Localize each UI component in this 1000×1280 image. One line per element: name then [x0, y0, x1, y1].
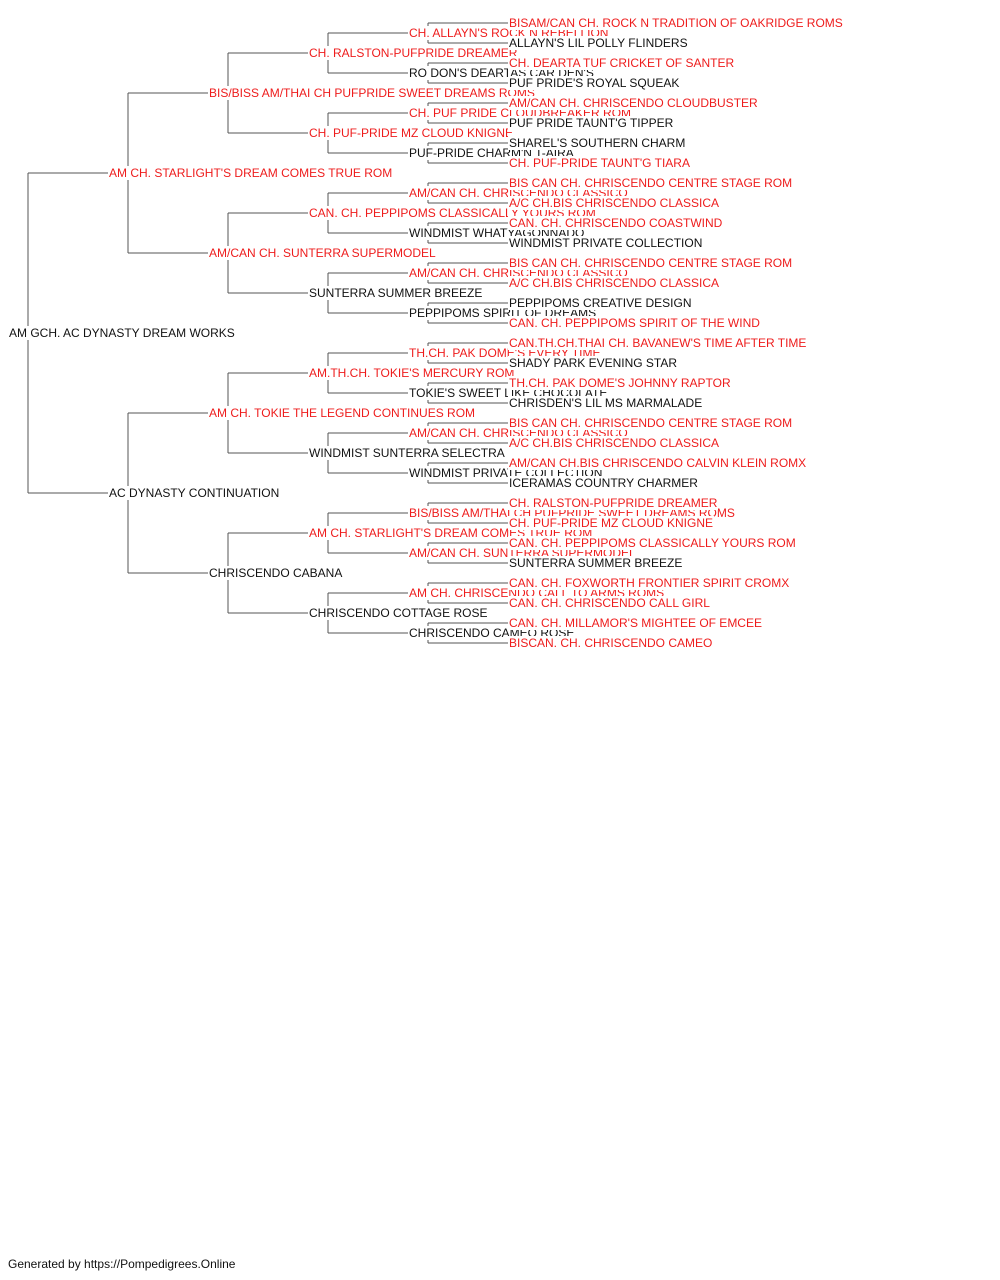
dam-gen3: CH. PUF-PRIDE MZ CLOUD KNIGNE — [308, 126, 515, 140]
sire-gen5: BIS CAN CH. CHRISCENDO CENTRE STAGE ROM — [508, 416, 794, 430]
sire-gen2: BIS/BISS AM/THAI CH PUFPRIDE SWEET DREAM… — [208, 86, 536, 100]
sire-gen5: AM/CAN CH.BIS CHRISCENDO CALVIN KLEIN RO… — [508, 456, 808, 470]
sire-gen5: PEPPIPOMS CREATIVE DESIGN — [508, 296, 693, 310]
subject-dog-gen0: AM GCH. AC DYNASTY DREAM WORKS — [8, 326, 236, 340]
sire-gen5: CAN. CH. MILLAMOR'S MIGHTEE OF EMCEE — [508, 616, 763, 630]
sire-gen5: AM/CAN CH. CHRISCENDO CLOUDBUSTER — [508, 96, 759, 110]
sire-gen5: BISAM/CAN CH. ROCK N TRADITION OF OAKRID… — [508, 16, 844, 30]
sire-gen5: CH. RALSTON-PUFPRIDE DREAMER — [508, 496, 719, 510]
dam-gen5: A/C CH.BIS CHRISCENDO CLASSICA — [508, 276, 721, 290]
generated-by-footer: Generated by https://Pompedigrees.Online — [8, 1257, 236, 1271]
dam-gen5: ICERAMAS COUNTRY CHARMER — [508, 476, 699, 490]
sire-gen5: CAN. CH. FOXWORTH FRONTIER SPIRIT CROMX — [508, 576, 791, 590]
sire-gen5: BIS CAN CH. CHRISCENDO CENTRE STAGE ROM — [508, 256, 794, 270]
dam-gen5: A/C CH.BIS CHRISCENDO CLASSICA — [508, 436, 721, 450]
dam-gen5: WINDMIST PRIVATE COLLECTION — [508, 236, 704, 250]
dam-gen2: AM/CAN CH. SUNTERRA SUPERMODEL — [208, 246, 437, 260]
dam-gen1: AC DYNASTY CONTINUATION — [108, 486, 281, 500]
dam-gen5: CAN. CH. CHRISCENDO CALL GIRL — [508, 596, 711, 610]
dam-gen5: SHADY PARK EVENING STAR — [508, 356, 679, 370]
dam-gen5: PUF PRIDE TAUNT'G TIPPER — [508, 116, 675, 130]
sire-gen1: AM CH. STARLIGHT'S DREAM COMES TRUE ROM — [108, 166, 394, 180]
sire-gen5: SHAREL'S SOUTHERN CHARM — [508, 136, 687, 150]
dam-gen5: CH. PUF-PRIDE MZ CLOUD KNIGNE — [508, 516, 715, 530]
sire-gen5: CH. DEARTA TUF CRICKET OF SANTER — [508, 56, 736, 70]
sire-gen3: AM.TH.CH. TOKIE'S MERCURY ROM — [308, 366, 516, 380]
sire-gen5: TH.CH. PAK DOME'S JOHNNY RAPTOR — [508, 376, 732, 390]
dam-gen5: ALLAYN'S LIL POLLY FLINDERS — [508, 36, 689, 50]
dam-gen5: PUF PRIDE'S ROYAL SQUEAK — [508, 76, 681, 90]
sire-gen5: BIS CAN CH. CHRISCENDO CENTRE STAGE ROM — [508, 176, 794, 190]
dam-gen5: BISCAN. CH. CHRISCENDO CAMEO — [508, 636, 714, 650]
dam-gen5: CAN. CH. PEPPIPOMS SPIRIT OF THE WIND — [508, 316, 761, 330]
dam-gen3: WINDMIST SUNTERRA SELECTRA — [308, 446, 506, 460]
dam-gen5: CHRISDEN'S LIL MS MARMALADE — [508, 396, 704, 410]
dam-gen5: SUNTERRA SUMMER BREEZE — [508, 556, 684, 570]
sire-gen5: CAN. CH. CHRISCENDO COASTWIND — [508, 216, 724, 230]
sire-gen5: CAN.TH.CH.THAI CH. BAVANEW'S TIME AFTER … — [508, 336, 808, 350]
dam-gen3: SUNTERRA SUMMER BREEZE — [308, 286, 484, 300]
sire-gen2: AM CH. TOKIE THE LEGEND CONTINUES ROM — [208, 406, 477, 420]
dam-gen5: A/C CH.BIS CHRISCENDO CLASSICA — [508, 196, 721, 210]
dam-gen3: CHRISCENDO COTTAGE ROSE — [308, 606, 489, 620]
sire-gen5: CAN. CH. PEPPIPOMS CLASSICALLY YOURS ROM — [508, 536, 797, 550]
dam-gen5: CH. PUF-PRIDE TAUNT'G TIARA — [508, 156, 691, 170]
sire-gen3: CH. RALSTON-PUFPRIDE DREAMER — [308, 46, 519, 60]
dam-gen2: CHRISCENDO CABANA — [208, 566, 344, 580]
